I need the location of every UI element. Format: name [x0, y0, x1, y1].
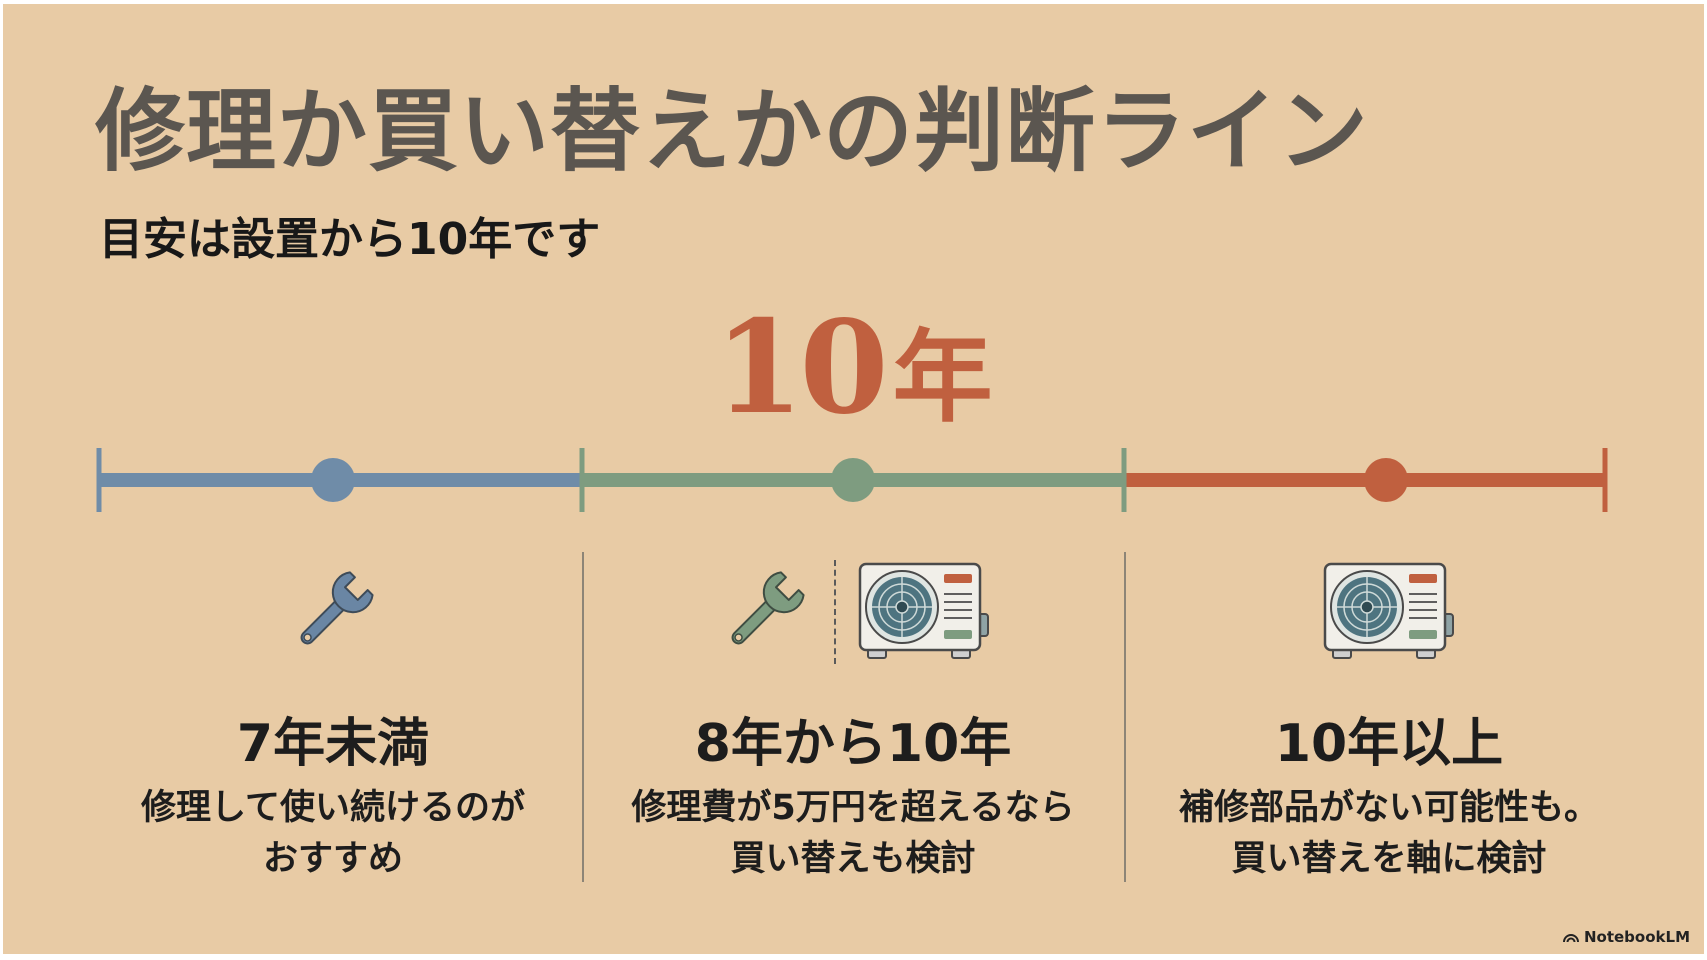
wrench-icon — [300, 571, 374, 645]
column-over-10-years: 10年以上 補修部品がない可能性も。 買い替えを軸に検討 — [1139, 556, 1639, 885]
column-icons — [83, 556, 583, 668]
column-icons — [603, 556, 1103, 668]
milestone-label: 10年 — [3, 304, 1704, 432]
column-divider-2 — [1124, 552, 1126, 882]
column-title: 8年から10年 — [694, 714, 1012, 774]
slide-subtitle: 目安は設置から10年です — [99, 214, 601, 265]
notebooklm-logo-icon — [1562, 934, 1579, 943]
timeline-node-3 — [1364, 458, 1408, 502]
brand-name: NotebookLM — [1583, 928, 1690, 946]
column-8-to-10-years: 8年から10年 修理費が5万円を超えるなら 買い替えも検討 — [603, 556, 1103, 885]
milestone-unit: 年 — [892, 319, 993, 436]
timeline-node-1 — [311, 458, 355, 502]
column-title: 7年未満 — [236, 714, 430, 774]
timeline — [96, 448, 1608, 512]
timeline-node-2 — [831, 458, 875, 502]
column-description-line-1: 修理して使い続けるのが — [141, 788, 525, 829]
column-divider-1 — [582, 552, 584, 882]
column-description-line-1: 修理費が5万円を超えるなら — [631, 788, 1075, 829]
column-description-line-1: 補修部品がない可能性も。 — [1178, 788, 1599, 829]
brand-watermark: NotebookLM — [1562, 928, 1690, 946]
slide: 修理か買い替えかの判断ライン 目安は設置から10年です 10年 7年 — [3, 4, 1704, 954]
column-title: 10年以上 — [1274, 714, 1504, 774]
wrench-icon — [731, 571, 805, 645]
column-description-line-2: 買い替えを軸に検討 — [1231, 838, 1547, 879]
dashed-separator — [834, 560, 836, 664]
column-description-line-2: 買い替えも検討 — [730, 838, 976, 879]
column-under-7-years: 7年未満 修理して使い続けるのが おすすめ — [83, 556, 583, 885]
milestone-number: 10 — [714, 293, 888, 443]
air-conditioner-outdoor-unit-icon — [858, 562, 989, 659]
air-conditioner-outdoor-unit-icon — [1323, 562, 1454, 659]
column-icons — [1139, 556, 1639, 668]
slide-title: 修理か買い替えかの判断ライン — [95, 79, 1369, 184]
column-description-line-2: おすすめ — [262, 838, 403, 879]
